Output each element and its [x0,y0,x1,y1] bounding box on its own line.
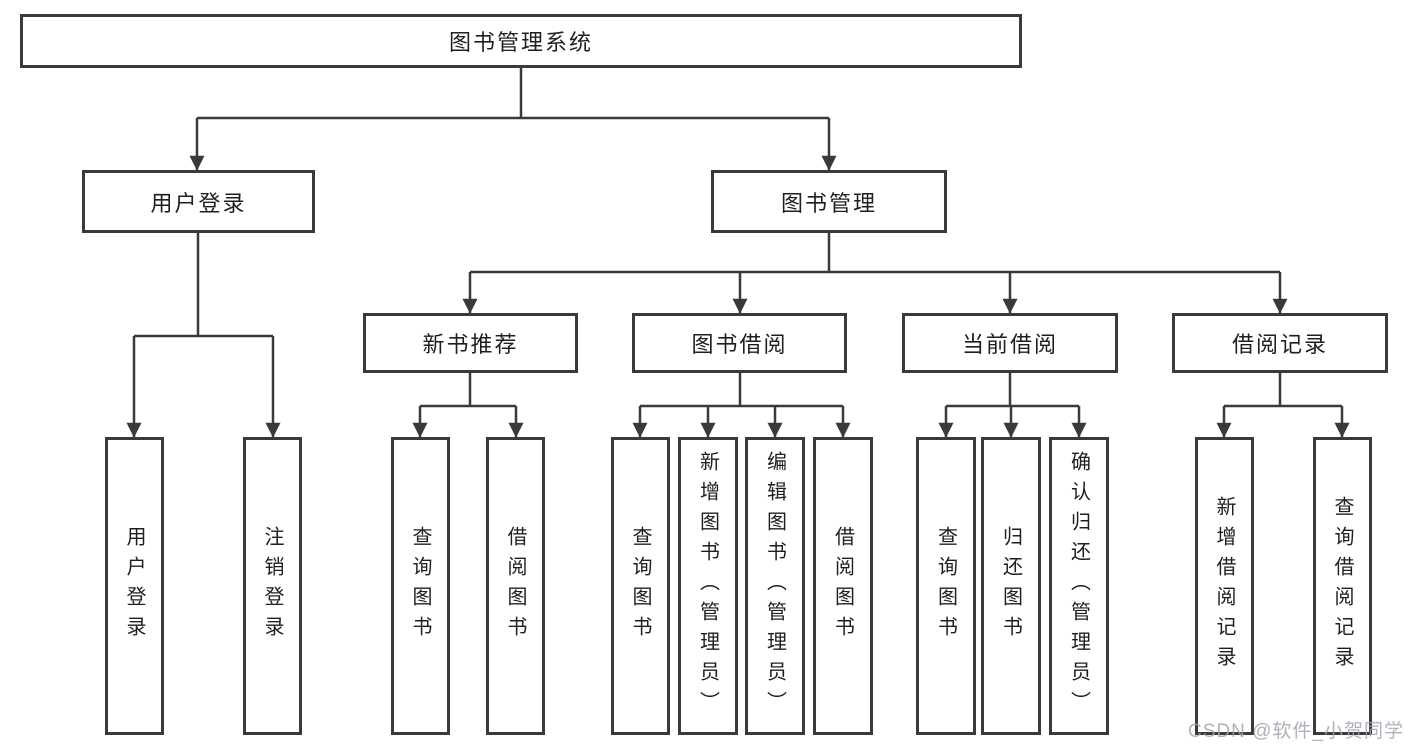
leaf-borrow-books: 借阅图书 [813,437,873,735]
leaf-user-login: 用户登录 [105,437,164,735]
watermark: CSDN @软件_小贺同学 [1188,721,1404,742]
node-book-borrowing: 图书借阅 [632,313,847,373]
leaf-query-books-current: 查询图书 [916,437,976,735]
leaf-confirm-return-admin: 确认归还（管理员） [1049,437,1109,735]
connector-book-borrowing-children [632,373,851,438]
connector-borrowing-records-children [1216,373,1350,438]
node-current-borrowing: 当前借阅 [902,313,1118,373]
leaf-query-books-borrowing: 查询图书 [611,437,670,735]
leaf-logout: 注销登录 [243,437,302,735]
connector-current-borrowing-children [938,373,1087,438]
leaf-add-book-admin: 新增图书（管理员） [678,437,738,735]
connector-root-to-level2 [189,68,837,171]
leaf-borrow-books-recommend: 借阅图书 [486,437,545,735]
node-borrowing-records: 借阅记录 [1172,313,1388,373]
node-user-login: 用户登录 [82,170,315,233]
connector-book-management-to-level3 [462,233,1288,314]
connector-new-book-recommend-children [412,373,524,438]
leaf-return-book: 归还图书 [981,437,1041,735]
node-new-book-recommend: 新书推荐 [363,313,578,373]
leaf-query-borrow-record: 查询借阅记录 [1313,437,1372,735]
connector-user-login-children [126,233,281,438]
leaf-query-books-recommend: 查询图书 [391,437,450,735]
node-book-management: 图书管理 [711,170,947,233]
leaf-edit-book-admin: 编辑图书（管理员） [745,437,805,735]
node-library-management-system: 图书管理系统 [20,14,1022,68]
leaf-add-borrow-record: 新增借阅记录 [1195,437,1254,735]
